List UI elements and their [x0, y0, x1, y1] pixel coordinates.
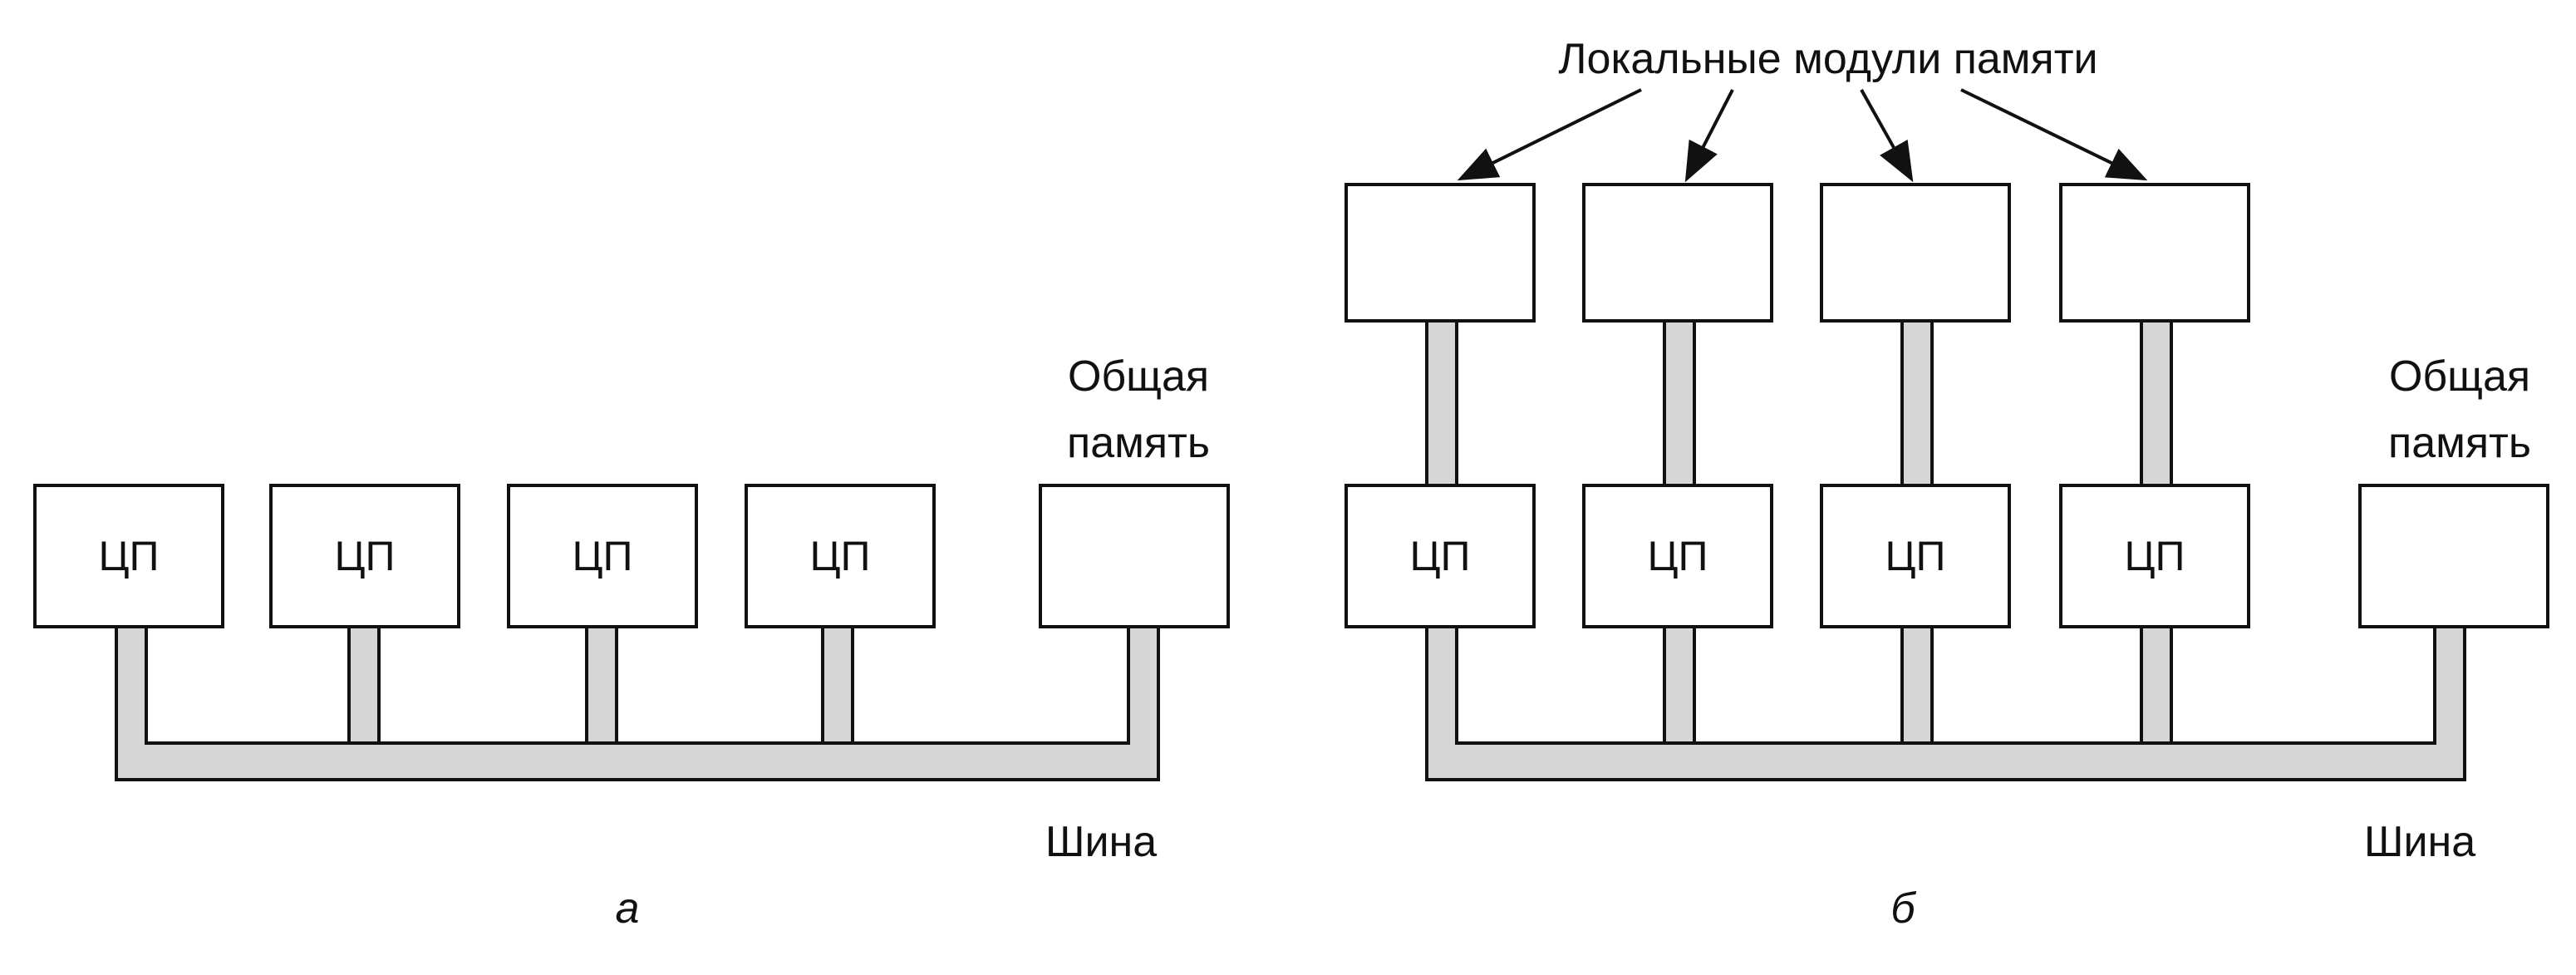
- cpu-box-a-1: ЦП: [33, 484, 224, 628]
- shared-memory-box-a: [1039, 484, 1230, 628]
- bus-a: [115, 625, 1160, 781]
- bus-label-b: Шина: [2364, 818, 2475, 866]
- local-memory-box-3: [1820, 183, 2011, 323]
- arrow-to-local-memory-4: [1960, 88, 2148, 181]
- cpu-label: ЦП: [1885, 533, 1946, 579]
- cpu-box-a-2: ЦП: [269, 484, 460, 628]
- shared-memory-label-line2: память: [2388, 419, 2531, 467]
- bus-b: [1425, 625, 2466, 781]
- cpu-box-a-3: ЦП: [507, 484, 698, 628]
- panel-a: ЦП ЦП ЦП ЦП Общая память Шина а: [33, 352, 1230, 933]
- local-memory-box-1: [1345, 183, 1536, 323]
- cpu-label: ЦП: [99, 533, 160, 579]
- local-link-1: [1425, 319, 1458, 487]
- arrow-to-local-memory-1: [1457, 88, 1642, 181]
- cpu-box-b-4: ЦП: [2059, 484, 2250, 628]
- cpu-box-a-4: ЦП: [745, 484, 936, 628]
- cpu-label: ЦП: [573, 533, 633, 579]
- local-modules-label: Локальные модули памяти: [1558, 35, 2097, 83]
- cpu-label: ЦП: [1410, 533, 1471, 579]
- cpu-label: ЦП: [810, 533, 871, 579]
- cpu-box-b-1: ЦП: [1345, 484, 1536, 628]
- bus-label-a: Шина: [1045, 818, 1157, 866]
- shared-memory-box-b: [2358, 484, 2549, 628]
- local-link-3: [1900, 319, 1934, 487]
- local-link-2: [1663, 319, 1696, 487]
- panel-b: Локальные модули памяти ЦП ЦП ЦП: [1345, 35, 2549, 933]
- panel-caption-b: б: [1890, 884, 1916, 933]
- shared-memory-label-line1: Общая: [1068, 352, 1209, 401]
- cpu-label: ЦП: [1648, 533, 1708, 579]
- shared-memory-label-line2: память: [1067, 419, 1210, 467]
- cpu-label: ЦП: [2125, 533, 2185, 579]
- local-link-4: [2140, 319, 2173, 487]
- cpu-box-b-3: ЦП: [1820, 484, 2011, 628]
- panel-caption-a: а: [616, 884, 640, 933]
- arrow-to-local-memory-2: [1684, 89, 1734, 183]
- cpu-label: ЦП: [335, 533, 396, 579]
- local-memory-box-4: [2059, 183, 2250, 323]
- arrow-to-local-memory-3: [1860, 89, 1914, 183]
- shared-memory-label-line1: Общая: [2389, 352, 2530, 401]
- cpu-box-b-2: ЦП: [1582, 484, 1773, 628]
- local-memory-box-2: [1582, 183, 1773, 323]
